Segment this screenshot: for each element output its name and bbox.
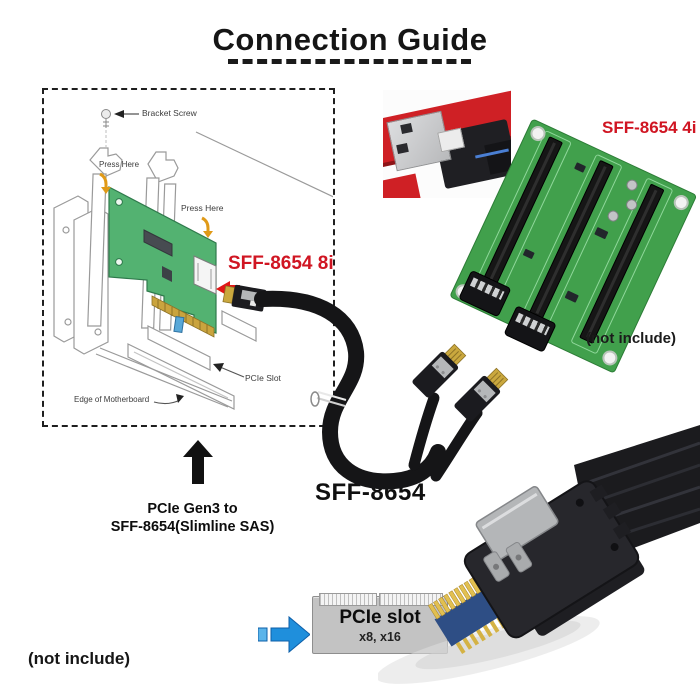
press-here-label-top: Press Here bbox=[99, 160, 140, 169]
red-board-connector-photo bbox=[383, 90, 511, 198]
cable-plug-a bbox=[412, 343, 467, 398]
sff-8654-8i-label: SFF-8654 8i bbox=[228, 253, 334, 274]
slot-connector-row bbox=[319, 593, 377, 606]
press-here-label-right: Press Here bbox=[181, 203, 224, 213]
slot-connector-row bbox=[379, 593, 443, 606]
title-underline bbox=[228, 59, 471, 64]
blue-arrow-icon bbox=[258, 615, 310, 654]
page-title: Connection Guide bbox=[212, 22, 488, 57]
motherboard-edge-label: Edge of Motherboard bbox=[74, 395, 150, 404]
caption-line-2: SFF-8654(Slimline SAS) bbox=[110, 519, 275, 535]
cable-ribbon-b bbox=[430, 407, 483, 482]
bracket-screw-label: Bracket Screw bbox=[142, 108, 197, 118]
adapter-availability-note: (not include) bbox=[28, 649, 130, 668]
backplane-availability-note: (not include) bbox=[586, 330, 676, 347]
press-here-arrow-icon bbox=[99, 172, 210, 234]
slot-callout-label: PCIe slot bbox=[339, 607, 421, 628]
cable-plug-b bbox=[454, 367, 509, 422]
cable-bundle bbox=[254, 290, 446, 490]
up-arrow-icon bbox=[183, 440, 213, 484]
caption-line-1: PCIe Gen3 to bbox=[147, 501, 238, 517]
connector-latch bbox=[475, 486, 559, 582]
slot-callout-sizes: x8, x16 bbox=[359, 630, 401, 644]
install-diagram: Bracket Screw Press Here Press Here PCIe… bbox=[42, 88, 335, 427]
pcie-slot-label: PCIe Slot bbox=[245, 373, 281, 383]
install-illustration bbox=[53, 109, 333, 410]
cable-ribbon-a bbox=[408, 392, 440, 471]
sff-8654-connector-photo bbox=[378, 425, 700, 684]
sff-8654-4i-label: SFF-8654 4i bbox=[602, 118, 697, 137]
adapter-card-caption: PCIe Gen3 to SFF-8654(Slimline SAS) bbox=[90, 500, 295, 536]
pcie-slot-callout: PCIe slot x8, x16 bbox=[312, 593, 448, 654]
twist-tie bbox=[310, 391, 347, 407]
